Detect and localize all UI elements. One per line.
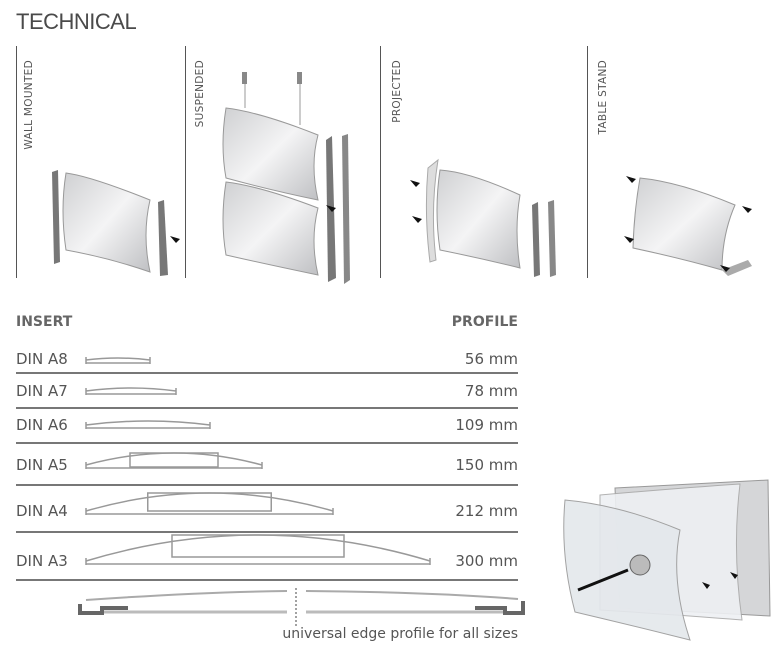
divider <box>185 46 186 278</box>
insert-header: INSERT <box>16 314 73 330</box>
insert-label: DIN A3 <box>16 552 68 570</box>
profile-shape <box>85 420 211 429</box>
insert-assembly-illustration <box>563 479 771 641</box>
profile-chamber <box>147 492 272 512</box>
row-divider <box>16 579 518 581</box>
insert-label: DIN A5 <box>16 456 68 474</box>
row-divider <box>16 531 518 533</box>
divider <box>16 46 17 278</box>
edge-profile-caption: universal edge profile for all sizes <box>282 626 518 642</box>
divider <box>380 46 381 278</box>
row-divider <box>16 442 518 444</box>
insert-label: DIN A6 <box>16 416 68 434</box>
edge-profile-illustration <box>78 588 525 626</box>
profile-header: PROFILE <box>451 314 518 330</box>
wall-mounted-illustration <box>52 170 180 276</box>
profile-chamber <box>171 534 345 558</box>
suspended-illustration <box>222 72 350 284</box>
profile-shape <box>85 357 151 364</box>
profile-value: 109 mm <box>455 416 518 434</box>
table-stand-illustration <box>624 176 752 276</box>
profile-value: 78 mm <box>464 382 518 400</box>
profile-shape <box>85 534 431 565</box>
profile-value: 56 mm <box>464 350 518 368</box>
insert-label: DIN A4 <box>16 502 68 520</box>
projected-illustration <box>410 158 556 277</box>
profile-shape <box>85 387 177 395</box>
profile-value: 300 mm <box>455 552 518 570</box>
row-divider <box>16 372 518 374</box>
divider <box>587 46 588 278</box>
profile-chamber <box>129 452 219 468</box>
row-divider <box>16 484 518 486</box>
row-divider <box>16 407 518 409</box>
insert-label: DIN A8 <box>16 350 68 368</box>
profile-shapes <box>85 357 431 565</box>
page-title: TECHNICAL <box>16 9 137 34</box>
profile-value: 150 mm <box>455 456 518 474</box>
profile-value: 212 mm <box>455 502 518 520</box>
insert-label: DIN A7 <box>16 382 68 400</box>
